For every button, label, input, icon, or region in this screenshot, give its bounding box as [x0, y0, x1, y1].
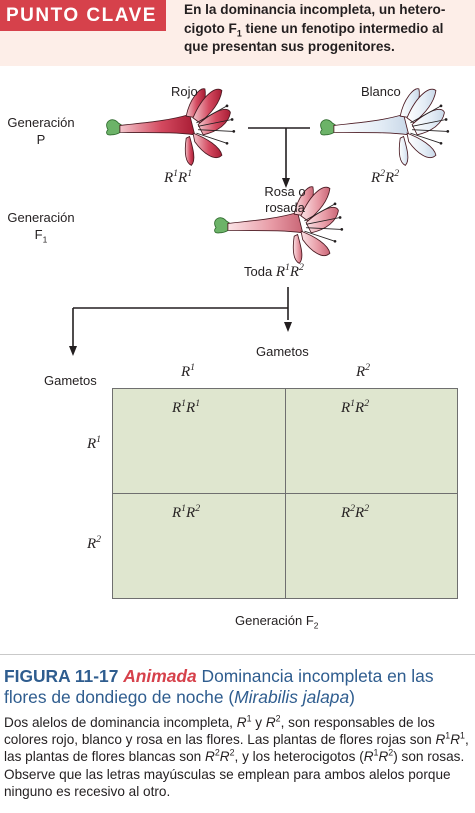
generation-f2-label: Generación F2: [235, 613, 319, 631]
punnett-cell-genotype: R1R2: [341, 398, 370, 416]
gametes-top-label: Gametos: [256, 344, 309, 359]
white-parent-label: Blanco: [361, 84, 401, 99]
caption-divider: [0, 654, 475, 655]
key-point-text: En la dominancia incompleta, un hetero- …: [184, 2, 446, 55]
punnett-cell-genotype: R1R1: [172, 398, 201, 416]
cross-diagram: [69, 88, 450, 575]
white-flower-icon: [320, 88, 450, 166]
punnett-cell-genotype: R1R2: [172, 503, 201, 521]
key-point-banner: PUNTO CLAVE En la dominancia incompleta,…: [0, 0, 475, 66]
arrow-head-icon: [282, 178, 290, 188]
gametes-left-label: Gametos: [44, 373, 97, 388]
key-point-badge: PUNTO CLAVE: [0, 0, 166, 31]
punnett-cell-genotype: R2R2: [341, 503, 370, 521]
arrow-head-icon: [69, 346, 77, 356]
red-parent-label: Rojo: [171, 84, 198, 99]
caption-body: Dos alelos de dominancia incompleta, R1 …: [4, 713, 469, 799]
grid-divider: [113, 493, 457, 494]
arrow-head-icon: [284, 322, 292, 332]
all-genotype-label: Toda R1R2: [244, 262, 304, 280]
red-flower-icon: [106, 88, 236, 166]
gamete-row-1: R1: [87, 434, 102, 452]
white-parent-genotype: R2R2: [371, 168, 400, 186]
red-parent-genotype: R1R1: [164, 168, 193, 186]
caption-title: FIGURA 11-17 Animada Dominancia incomple…: [4, 666, 434, 707]
figure-caption: FIGURA 11-17 Animada Dominancia incomple…: [4, 666, 472, 800]
gamete-col-1: R1: [181, 362, 196, 380]
punnett-square: [112, 388, 458, 599]
gamete-col-2: R2: [356, 362, 371, 380]
gamete-row-2: R2: [87, 534, 102, 552]
